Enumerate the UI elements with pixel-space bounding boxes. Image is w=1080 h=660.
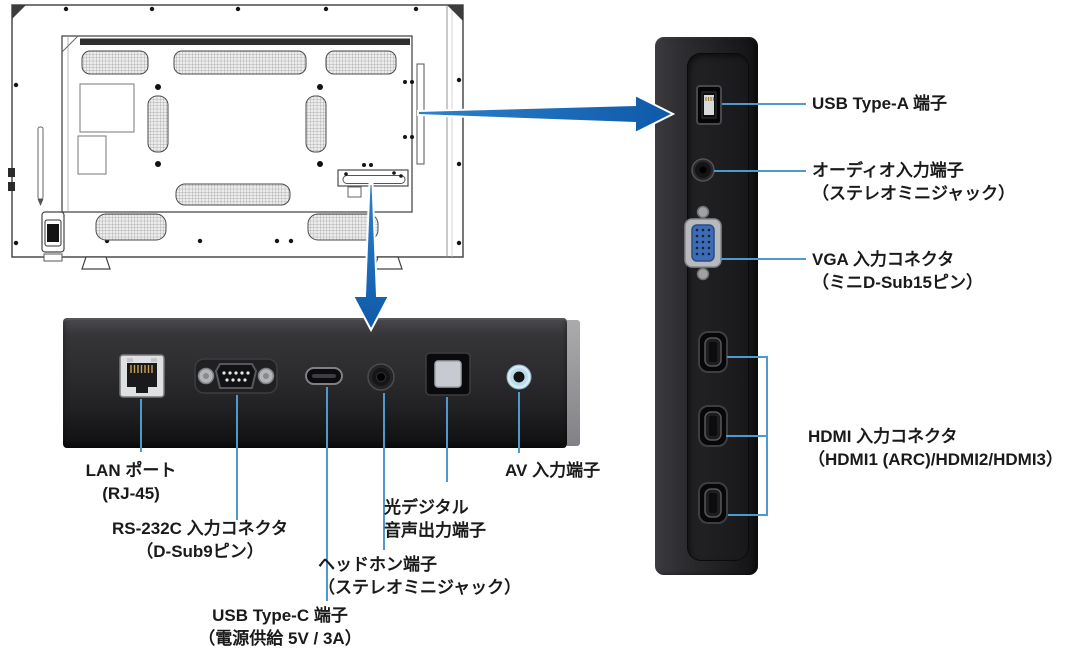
- side-panel-groove: [687, 53, 749, 561]
- small-label-plate: [77, 135, 107, 175]
- corner-bracket-top-right: [447, 5, 463, 21]
- label-av-input: AV 入力端子: [505, 459, 600, 482]
- label-headphone: ヘッドホン端子 （ステレオミニジャック）: [318, 553, 521, 599]
- label-rs232c: RS-232C 入力コネクタ （D-Sub9ピン）: [101, 517, 299, 563]
- leader-optical: [446, 397, 448, 482]
- label-line: ヘッドホン端子: [318, 555, 437, 574]
- leader-usb-a: [722, 103, 806, 105]
- label-line: USB Type-A 端子: [812, 94, 948, 113]
- side-panel-photo: [655, 37, 758, 575]
- frame-screws: [13, 6, 462, 246]
- corner-bracket-top-left: [12, 5, 26, 19]
- frame-clamp: [8, 168, 15, 177]
- label-line: RS-232C 入力コネクタ: [112, 519, 288, 538]
- label-line: 音声出力端子: [384, 521, 486, 540]
- label-optical-audio-out: 光デジタル 音声出力端子: [384, 496, 486, 542]
- label-line: 光デジタル: [384, 498, 469, 517]
- label-audio-input: オーディオ入力端子 （ステレオミニジャック）: [812, 159, 1015, 205]
- leader-vga: [720, 258, 806, 260]
- bottom-panel-photo: [63, 318, 567, 448]
- vesa-mount-holes: [155, 84, 323, 167]
- monitor-rear-view-drawing: [8, 4, 464, 270]
- security-strap: [37, 126, 44, 206]
- label-usb-type-a: USB Type-A 端子: [812, 92, 947, 115]
- label-line: （ステレオミニジャック）: [318, 578, 522, 597]
- hdmi-port-2: [698, 405, 728, 447]
- label-hdmi-input: HDMI 入力コネクタ （HDMI1 (ARC)/HDMI2/HDMI3）: [808, 425, 1063, 471]
- frame-clamp: [8, 182, 15, 191]
- hdmi-port-1: [698, 331, 728, 373]
- label-line: （HDMI1 (ARC)/HDMI2/HDMI3）: [808, 450, 1063, 469]
- label-line: （ミニD-Sub15ピン）: [812, 273, 983, 292]
- callout-arrow-right: [417, 93, 676, 135]
- callout-arrow-down: [351, 183, 391, 333]
- label-line: (RJ-45): [102, 484, 160, 503]
- ac-power-inlet: [41, 211, 65, 262]
- label-line: （D-Sub9ピン）: [136, 542, 264, 561]
- leader-hdmi-3: [728, 514, 768, 516]
- vga-connector: [684, 205, 722, 281]
- label-line: VGA 入力コネクタ: [812, 250, 955, 269]
- leader-av: [518, 392, 520, 453]
- label-line: オーディオ入力端子: [812, 161, 964, 180]
- label-line: （ステレオミニジャック）: [812, 184, 1016, 203]
- panel-top-bar: [80, 38, 410, 45]
- leader-audio-in: [714, 170, 806, 172]
- label-vga-input: VGA 入力コネクタ （ミニD-Sub15ピン）: [812, 248, 983, 294]
- label-usb-type-c: USB Type-C 端子 （電源供給 5V / 3A）: [191, 604, 369, 650]
- av-input-jack: [506, 364, 532, 390]
- stand-foot-left: [81, 256, 111, 270]
- usb-type-c-port: [305, 367, 343, 385]
- lan-port: [119, 354, 165, 398]
- rs232c-port: [194, 358, 278, 394]
- label-line: HDMI 入力コネクタ: [808, 427, 958, 446]
- leader-headphone: [383, 393, 385, 550]
- usb-type-a-port: [696, 85, 722, 125]
- label-line: （電源供給 5V / 3A）: [198, 629, 362, 648]
- leader-hdmi-1: [727, 356, 768, 358]
- vent-grilles: [81, 50, 397, 241]
- leader-usb-c: [326, 387, 328, 601]
- hdmi-port-3: [698, 482, 728, 524]
- leader-rs232c: [236, 395, 238, 520]
- label-line: LAN ポート: [85, 461, 177, 480]
- label-line: AV 入力端子: [505, 461, 601, 480]
- label-lan-port: LAN ポート (RJ-45): [84, 459, 178, 505]
- leader-hdmi-2: [726, 435, 768, 437]
- rating-label-plate: [79, 83, 135, 133]
- bottom-panel-photo-edge: [567, 320, 580, 446]
- optical-audio-out-port: [425, 352, 471, 396]
- audio-input-jack: [691, 158, 715, 182]
- label-line: USB Type-C 端子: [212, 606, 348, 625]
- headphone-jack: [367, 363, 395, 391]
- leader-lan: [140, 399, 142, 452]
